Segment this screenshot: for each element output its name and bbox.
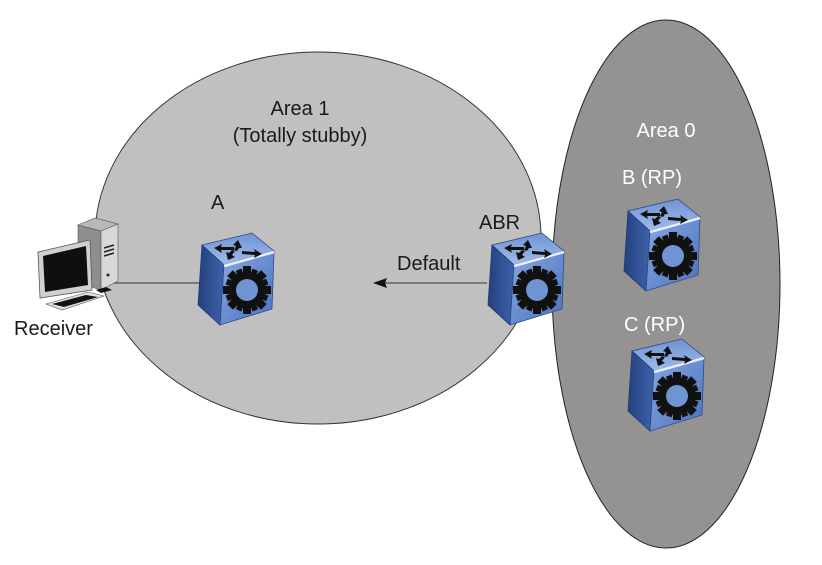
area-1-title: Area 1 bbox=[270, 98, 330, 120]
area-0-title: Area 0 bbox=[636, 120, 696, 142]
node-b-label: B (RP) bbox=[622, 167, 682, 189]
node-abr-label: ABR bbox=[479, 212, 521, 234]
area-1-subtitle: (Totally stubby) bbox=[232, 125, 368, 147]
default-route-label: Default bbox=[397, 253, 461, 275]
receiver-label: Receiver bbox=[14, 318, 93, 340]
node-a-label: A bbox=[211, 192, 225, 214]
default-arrowhead-icon bbox=[373, 278, 387, 288]
receiver-workstation-icon bbox=[37, 217, 119, 311]
node-c-label: C (RP) bbox=[624, 314, 686, 336]
